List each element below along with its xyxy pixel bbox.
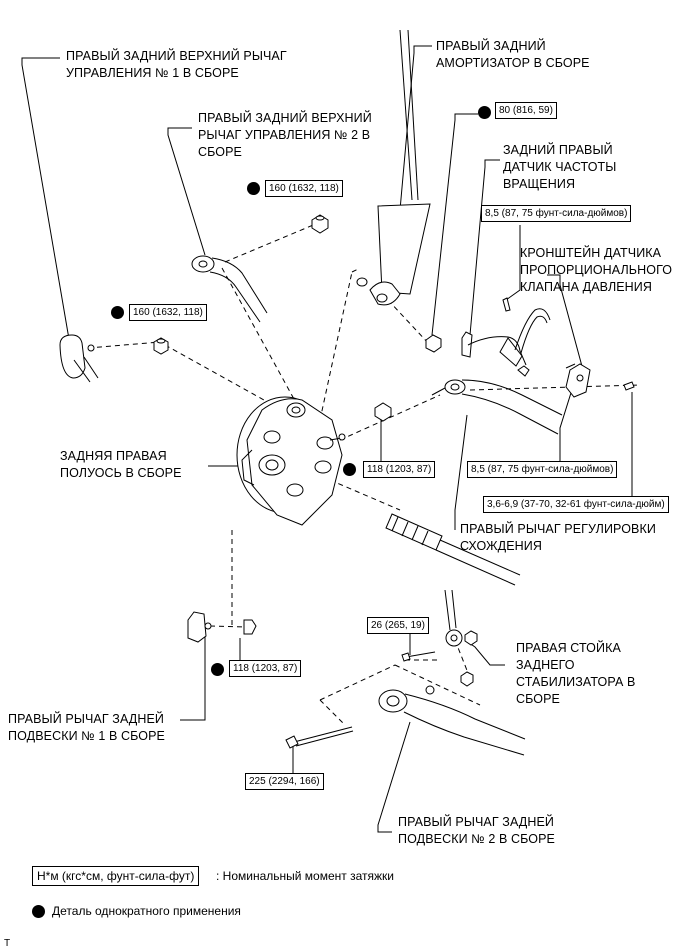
- dash-line: [394, 664, 481, 706]
- nut-160-top: [311, 214, 329, 234]
- leader-bracket: [547, 274, 584, 371]
- legend-dot-icon: [32, 905, 45, 918]
- torque-8-5-bracket: 8,5 (87, 75 фунт-сила-дюймов): [467, 461, 618, 478]
- label-axle-hub: ЗАДНЯЯ ПРАВАЯ ПОЛУОСЬ В СБОРЕ: [60, 449, 182, 480]
- single-use-dot: [247, 182, 260, 195]
- label-stabilizer-link: ПРАВАЯ СТОЙКА ЗАДНЕГО СТАБИЛИЗАТОРА В СБ…: [516, 641, 636, 706]
- torque-3-6: 3,6-6,9 (37-70, 32-61 фунт-сила-дюйм): [483, 496, 669, 513]
- drive-shaft-part: [385, 513, 521, 586]
- label-lower-arm-2: ПРАВЫЙ РЫЧАГ ЗАДНЕЙ ПОДВЕСКИ № 2 В СБОРЕ: [398, 815, 555, 846]
- label-lower-arm-1: ПРАВЫЙ РЫЧАГ ЗАДНЕЙ ПОДВЕСКИ № 1 В СБОРЕ: [8, 712, 165, 743]
- label-toe-arm: ПРАВЫЙ РЫЧАГ РЕГУЛИРОВКИ СХОЖДЕНИЯ: [460, 522, 656, 553]
- single-use-dot: [478, 106, 491, 119]
- sensor-bracket-part: [565, 363, 635, 398]
- dash-line: [339, 394, 441, 441]
- torque-118-hub: 118 (1203, 87): [363, 461, 436, 478]
- leader-upper-arm-1: [21, 57, 71, 346]
- leader-lower-2: [377, 721, 411, 833]
- label-speed-sensor: ЗАДНИЙ ПРАВЫЙ ДАТЧИК ЧАСТОТЫ ВРАЩЕНИЯ: [503, 143, 617, 191]
- dash-line: [87, 341, 161, 349]
- leader-shock: [399, 45, 432, 211]
- torque-160-left: 160 (1632, 118): [129, 304, 207, 321]
- dash-line: [319, 699, 346, 726]
- dash-line: [319, 271, 353, 421]
- torque-8-5-sensor: 8,5 (87, 75 фунт-сила-дюймов): [481, 205, 632, 222]
- dash-line: [469, 384, 641, 391]
- label-sensor-bracket: КРОНШТЕЙН ДАТЧИКА ПРОПОРЦИОНАЛЬНОГО КЛАП…: [520, 246, 673, 294]
- nut-160-left: [153, 337, 169, 355]
- upper-arm-1-part: [59, 334, 99, 383]
- lower-arm-1-part: [187, 611, 257, 643]
- leader-8-5-sensor: [505, 225, 521, 301]
- label-upper-arm-1: ПРАВЫЙ ЗАДНИЙ ВЕРХНИЙ РЫЧАГ УПРАВЛЕНИЯ №…: [66, 49, 287, 80]
- dash-line: [454, 639, 471, 679]
- axle-hub-part: [236, 396, 346, 526]
- lower-arm-2-part: [285, 689, 526, 756]
- dash-line: [221, 267, 301, 411]
- single-use-dot: [111, 306, 124, 319]
- torque-26: 26 (265, 19): [367, 617, 429, 634]
- leader-8-5-bracket: [559, 379, 576, 463]
- leader-toe: [454, 414, 468, 530]
- dash-line: [387, 299, 431, 346]
- toe-arm-part: [374, 379, 563, 435]
- torque-80: 80 (816, 59): [495, 102, 557, 119]
- torque-160-top: 160 (1632, 118): [265, 180, 343, 197]
- stabilizer-link-part: [401, 589, 478, 695]
- legend-dot-text: Деталь однократного применения: [52, 904, 241, 918]
- dash-line: [329, 479, 401, 511]
- dash-line: [209, 625, 246, 628]
- dash-line: [319, 664, 396, 701]
- leader-80: [431, 113, 478, 336]
- upper-arm-2-part: [191, 255, 268, 323]
- speed-sensor-part: [461, 297, 551, 377]
- dash-line: [224, 222, 319, 263]
- torque-118-lower: 118 (1203, 87): [229, 660, 302, 677]
- label-upper-arm-2: ПРАВЫЙ ЗАДНИЙ ВЕРХНИЙ РЫЧАГ УПРАВЛЕНИЯ №…: [198, 111, 372, 159]
- dash-line: [351, 267, 361, 273]
- legend-unit-text: : Номинальный момент затяжки: [216, 869, 394, 883]
- torque-225: 225 (2294, 166): [245, 773, 324, 790]
- single-use-dot: [343, 463, 356, 476]
- single-use-dot: [211, 663, 224, 676]
- shock-absorber-part: [356, 29, 442, 353]
- leader-upper-arm-2: [167, 127, 206, 256]
- legend-unit-box: Н*м (кгс*см, фунт-сила-фут): [32, 866, 200, 886]
- footer-mark: T: [4, 938, 11, 949]
- label-shock-absorber: ПРАВЫЙ ЗАДНИЙ АМОРТИЗАТОР В СБОРЕ: [436, 39, 590, 70]
- leader-sensor: [469, 159, 500, 336]
